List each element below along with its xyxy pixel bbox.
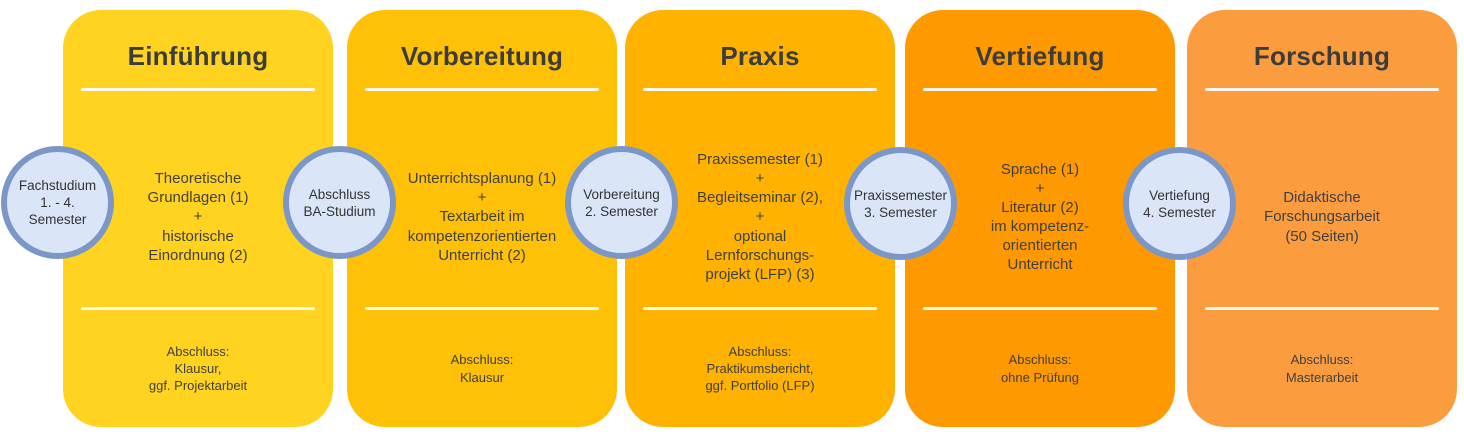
- phase-title: Vorbereitung: [400, 40, 564, 71]
- phase-footer: Abschluss: Praktikumsbericht, ggf. Portf…: [705, 343, 815, 394]
- divider-top: [1205, 88, 1439, 91]
- divider-bottom: [1205, 307, 1439, 310]
- phase-footer: Abschluss: ohne Prüfung: [1000, 352, 1080, 385]
- phase-body: Theoretische Grundlagen (1) + historisch…: [147, 170, 249, 264]
- milestone-circle-vorbereitung: Vorbereitung 2. Semester: [565, 146, 678, 259]
- phase-footer: Abschluss: Klausur: [450, 352, 514, 385]
- milestone-circle-fachstudium: Fachstudium 1. - 4. Semester: [1, 146, 114, 259]
- divider-bottom: [643, 307, 877, 310]
- phase-body: Sprache (1) + Literatur (2) im kompetenz…: [990, 160, 1090, 274]
- milestone-circle-abschluss-ba: Abschluss BA-Studium: [283, 146, 396, 259]
- phase-title: Forschung: [1253, 40, 1391, 71]
- divider-bottom: [923, 307, 1157, 310]
- phase-footer: Abschluss: Masterarbeit: [1285, 352, 1359, 385]
- phase-body: Unterrichtsplanung (1) + Textarbeit im k…: [407, 170, 557, 264]
- divider-top: [81, 88, 315, 91]
- divider-top: [365, 88, 599, 91]
- phase-title: Einführung: [127, 40, 269, 71]
- divider-bottom: [81, 307, 315, 310]
- phase-title: Vertiefung: [975, 40, 1105, 71]
- milestone-label: Praxissemester 3. Semester: [853, 187, 948, 220]
- milestone-circle-praxissemester: Praxissemester 3. Semester: [844, 147, 957, 260]
- milestone-label: Vertiefung 4. Semester: [1143, 187, 1216, 220]
- milestone-circle-vertiefung: Vertiefung 4. Semester: [1123, 147, 1236, 260]
- milestone-label: Vorbereitung 2. Semester: [583, 186, 660, 219]
- divider-top: [643, 88, 877, 91]
- phase-footer: Abschluss: Klausur, ggf. Projektarbeit: [148, 343, 248, 394]
- phase-body: Praxissemester (1) + Begleitseminar (2),…: [697, 151, 823, 283]
- divider-bottom: [365, 307, 599, 310]
- divider-top: [923, 88, 1157, 91]
- phase-title: Praxis: [720, 40, 800, 71]
- phase-body: Didaktische Forschungsarbeit (50 Seiten): [1264, 189, 1380, 245]
- milestone-label: Abschluss BA-Studium: [303, 186, 376, 219]
- milestone-label: Fachstudium 1. - 4. Semester: [18, 178, 97, 227]
